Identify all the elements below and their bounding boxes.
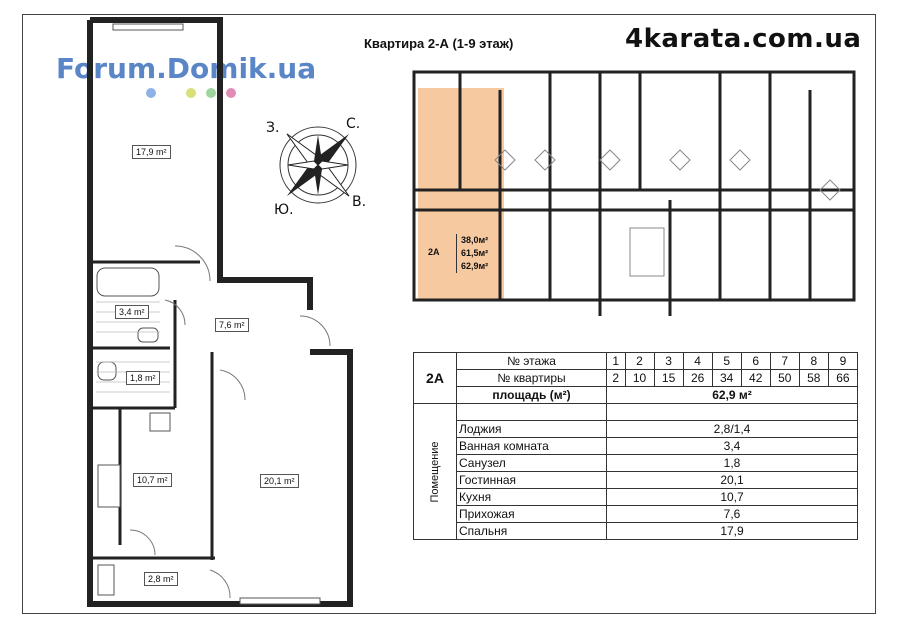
room-label-bathroom: 3,4 m² — [115, 305, 149, 319]
table-cell: 10 — [624, 369, 655, 387]
room-label-hallway: 7,6 m² — [215, 318, 249, 332]
table-room-value: 10,7 — [606, 488, 858, 506]
table-cell: 42 — [740, 369, 771, 387]
compass-south-label: Ю. — [274, 202, 294, 218]
table-apt-label: № квартиры — [456, 369, 607, 387]
table-room-name: Гостинная — [456, 471, 607, 489]
table-cell: 5 — [711, 352, 742, 370]
table-row: 2А № этажа 1 2 3 4 5 6 7 8 9 — [413, 352, 859, 404]
table-row: Кухня 10,7 — [414, 488, 858, 506]
table-cell — [606, 403, 858, 421]
key-plan-unit: 2А — [428, 247, 440, 257]
table-cell: 50 — [769, 369, 800, 387]
table-cell: 26 — [682, 369, 713, 387]
table-side-text: Помещение — [429, 440, 441, 503]
table-cell: 9 — [827, 352, 859, 370]
table-area-value: 62,9 м² — [606, 386, 858, 404]
drawing-frame — [22, 14, 876, 614]
table-room-name: Кухня — [456, 488, 607, 506]
table-cell: 66 — [827, 369, 859, 387]
apartment-info-table: 2А № этажа 1 2 3 4 5 6 7 8 9 № квартиры … — [413, 352, 859, 540]
key-plan-area: 62,9м² — [461, 261, 489, 271]
table-row: Помещение — [413, 403, 858, 540]
room-label-bedroom: 17,9 m² — [132, 145, 171, 159]
table-room-name: Лоджия — [456, 420, 607, 438]
table-floor-label: № этажа — [456, 352, 607, 370]
room-label-toilet: 1,8 m² — [126, 371, 160, 385]
table-cell: 15 — [653, 369, 684, 387]
brand-label: 4karata.com.ua — [625, 24, 862, 54]
compass-west-label: З. — [266, 120, 280, 136]
table-area-label: площадь (м²) — [456, 386, 607, 404]
key-plan-area: 61,5м² — [461, 248, 489, 258]
table-row: Спальня 17,9 — [414, 522, 858, 540]
watermark-dot — [206, 88, 216, 98]
table-row: Гостинная 20,1 — [414, 471, 858, 489]
table-row: № квартиры 2 10 15 26 34 42 50 58 66 — [414, 369, 859, 387]
table-cell: 7 — [769, 352, 800, 370]
table-room-value: 2,8/1,4 — [606, 420, 858, 438]
table-room-name: Санузел — [456, 454, 607, 472]
key-plan-unit-box: 2А 38,0м² 61,5м² 62,9м² — [420, 227, 502, 279]
table-cell: 8 — [798, 352, 829, 370]
watermark-dot — [226, 88, 236, 98]
table-cell: 6 — [740, 352, 771, 370]
room-label-kitchen: 10,7 m² — [133, 473, 172, 487]
table-row: площадь (м²) 62,9 м² — [414, 386, 858, 404]
table-cell: 34 — [711, 369, 742, 387]
table-room-name: Прихожая — [456, 505, 607, 523]
table-row: Прихожая 7,6 — [414, 505, 858, 523]
watermark: Forum.Domik.ua — [56, 52, 317, 85]
table-room-value: 3,4 — [606, 437, 858, 455]
watermark-dots — [146, 88, 246, 100]
room-label-living: 20,1 m² — [260, 474, 299, 488]
table-cell — [456, 403, 607, 421]
key-plan-area: 38,0м² — [461, 235, 489, 245]
watermark-dot — [186, 88, 196, 98]
table-row: Лоджия 2,8/1,4 — [414, 420, 858, 438]
table-cell: 1 — [606, 352, 626, 370]
page-title: Квартира 2-А (1-9 этаж) — [364, 36, 514, 51]
table-cell: 3 — [653, 352, 684, 370]
compass-east-label: В. — [352, 194, 367, 210]
table-cell: 4 — [682, 352, 713, 370]
table-side-label: Помещение — [413, 403, 457, 540]
table-cell: 58 — [798, 369, 829, 387]
table-cell: 2 — [624, 352, 655, 370]
key-plan — [412, 70, 856, 316]
room-label-loggia: 2,8 m² — [144, 572, 178, 586]
table-room-name: Спальня — [456, 522, 607, 540]
key-plan-areas: 38,0м² 61,5м² 62,9м² — [456, 234, 488, 273]
watermark-dot — [146, 88, 156, 98]
table-cell: 2 — [606, 369, 626, 387]
table-room-value: 7,6 — [606, 505, 858, 523]
table-unit: 2А — [413, 352, 457, 404]
table-room-value: 17,9 — [606, 522, 858, 540]
table-row: Санузел 1,8 — [414, 454, 858, 472]
table-row: Ванная комната 3,4 — [414, 437, 858, 455]
compass-north-label: С. — [346, 116, 361, 132]
table-room-value: 1,8 — [606, 454, 858, 472]
compass-rose — [279, 126, 357, 204]
table-room-value: 20,1 — [606, 471, 858, 489]
table-room-name: Ванная комната — [456, 437, 607, 455]
